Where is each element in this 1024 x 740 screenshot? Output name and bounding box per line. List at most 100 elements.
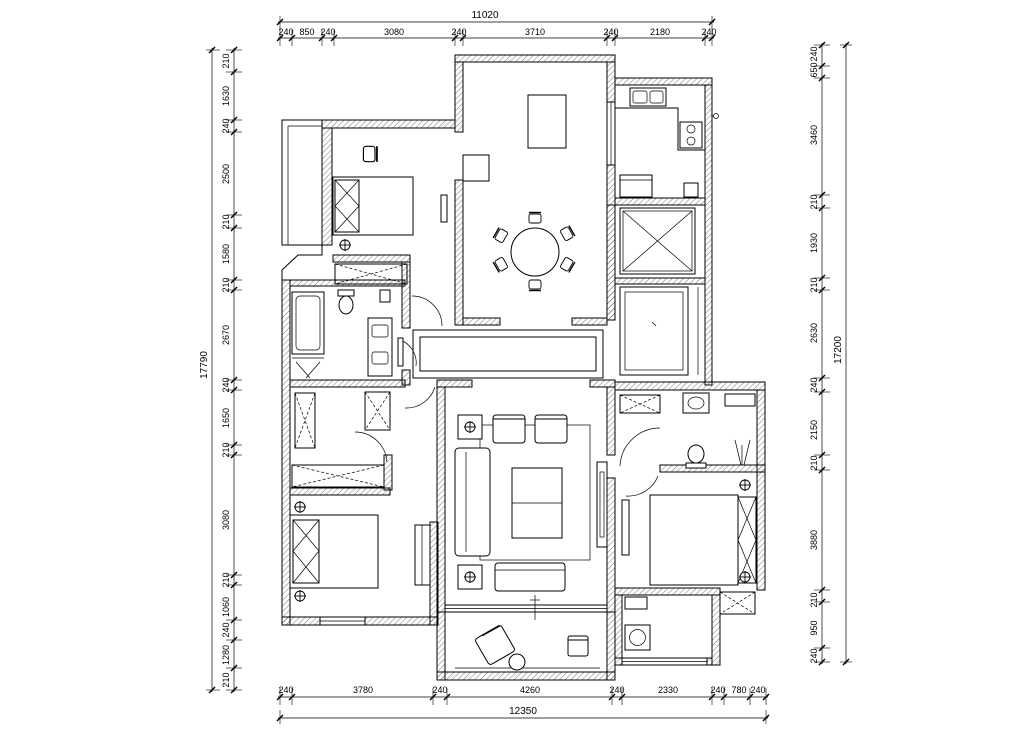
shower-lines — [734, 439, 751, 466]
door-swing-arc — [619, 427, 661, 467]
bedside-lamp — [294, 501, 306, 513]
left-dimension: 210 — [221, 442, 231, 457]
top-total-dimension: 11020 — [471, 10, 499, 21]
bedside-lamp — [339, 239, 351, 251]
exhaust-outlet — [713, 113, 719, 119]
left-dimension: 2500 — [221, 164, 231, 184]
left-dimension: 210 — [221, 572, 231, 587]
stove — [679, 121, 703, 149]
toilet-bowl — [338, 295, 354, 315]
bottom-dimension: 3780 — [353, 685, 373, 695]
shower-area — [292, 357, 324, 379]
vanity — [367, 317, 393, 377]
bottom-dimension: 240 — [278, 685, 293, 695]
right-dimension: 1930 — [809, 233, 819, 253]
sink-basin — [632, 90, 648, 104]
top-dimension: 240 — [320, 27, 335, 37]
wall-segment — [332, 254, 411, 263]
right-bedroom — [621, 479, 757, 615]
wall-segment — [383, 454, 393, 491]
bedside-lamp — [294, 590, 306, 602]
stove-burner — [686, 136, 696, 146]
top-dimension: 3710 — [525, 27, 545, 37]
bathtub-inner — [295, 295, 321, 351]
top-center-room — [462, 94, 576, 292]
pillow — [737, 496, 757, 584]
dining-chair — [492, 256, 509, 274]
wall-segment — [614, 587, 721, 596]
kitchen — [615, 87, 719, 198]
left-dimension: 210 — [221, 53, 231, 68]
bathtub — [291, 291, 325, 355]
pillow-folds — [292, 519, 320, 584]
right-dimension: 240 — [809, 46, 819, 61]
left-dimension: 1650 — [221, 408, 231, 428]
bottom-dimension: 240 — [432, 685, 447, 695]
tv-cabinet — [596, 461, 608, 548]
wall-segment — [462, 317, 501, 326]
wall-segment — [614, 197, 706, 206]
top-dimension: 850 — [299, 27, 314, 37]
lounge-chair — [475, 625, 515, 665]
top-left-bedroom — [332, 145, 448, 285]
wall-cabinet — [462, 154, 490, 182]
left-dimension: 210 — [221, 672, 231, 687]
shaft-outer — [619, 286, 689, 376]
wall-segment — [571, 317, 608, 326]
angled-wall-corner — [281, 245, 323, 285]
doors — [354, 295, 661, 620]
wall-segment — [606, 386, 616, 456]
door-swing-arc — [354, 431, 388, 463]
wall-segment — [756, 389, 766, 591]
left-total-dimension: 17790 — [199, 351, 210, 379]
closet — [294, 392, 316, 449]
utility-sink — [624, 596, 648, 610]
shaft-inner — [624, 291, 684, 371]
closet — [364, 391, 391, 431]
closet-cross — [294, 392, 316, 449]
water-heater — [683, 182, 699, 198]
windows — [281, 101, 708, 669]
right-dimension: 210 — [809, 592, 819, 607]
left-dimension: 1630 — [221, 86, 231, 106]
shaft-outer — [619, 207, 696, 275]
left-bathroom — [291, 289, 393, 379]
bottom-dimension: 240 — [710, 685, 725, 695]
bottom-dimension: 780 — [731, 685, 746, 695]
left-dimension: 210 — [221, 277, 231, 292]
wardrobe — [621, 499, 630, 556]
lounge-chair-back — [481, 625, 501, 637]
bedside-lamp — [739, 479, 751, 491]
door-leaf — [397, 337, 404, 367]
wall-segment — [711, 594, 721, 666]
closet-cross — [291, 464, 385, 488]
corridor-cabinet-inner — [419, 336, 597, 372]
right-dimension: 210 — [809, 277, 819, 292]
left-dimension: 2670 — [221, 325, 231, 345]
top-dimension: 240 — [603, 27, 618, 37]
left-dimension: 1580 — [221, 244, 231, 264]
pillow — [334, 179, 360, 233]
left-dimension: 240 — [221, 118, 231, 133]
bay-window — [281, 119, 323, 246]
wall-segment — [454, 61, 464, 133]
desk-chair — [362, 145, 378, 163]
top-dimension: 3080 — [384, 27, 404, 37]
utility-room — [624, 596, 651, 651]
closet — [334, 263, 408, 285]
chaise-lounge — [494, 562, 566, 592]
wall-segment — [614, 277, 706, 285]
shaft-inner — [622, 210, 693, 272]
closet — [291, 464, 385, 488]
dimension-lines — [211, 21, 847, 719]
kitchen-sink — [629, 87, 667, 107]
wardrobe — [440, 194, 448, 223]
right-dimension: 650 — [809, 62, 819, 77]
wall-segment — [436, 386, 446, 613]
wall-segment — [321, 127, 333, 246]
wall-segment — [281, 279, 291, 626]
corridor-cabinet-outer — [412, 329, 604, 379]
dining-chair — [492, 226, 509, 244]
left-dimension: 240 — [221, 377, 231, 392]
bottom-total-dimension: 12350 — [509, 706, 537, 717]
